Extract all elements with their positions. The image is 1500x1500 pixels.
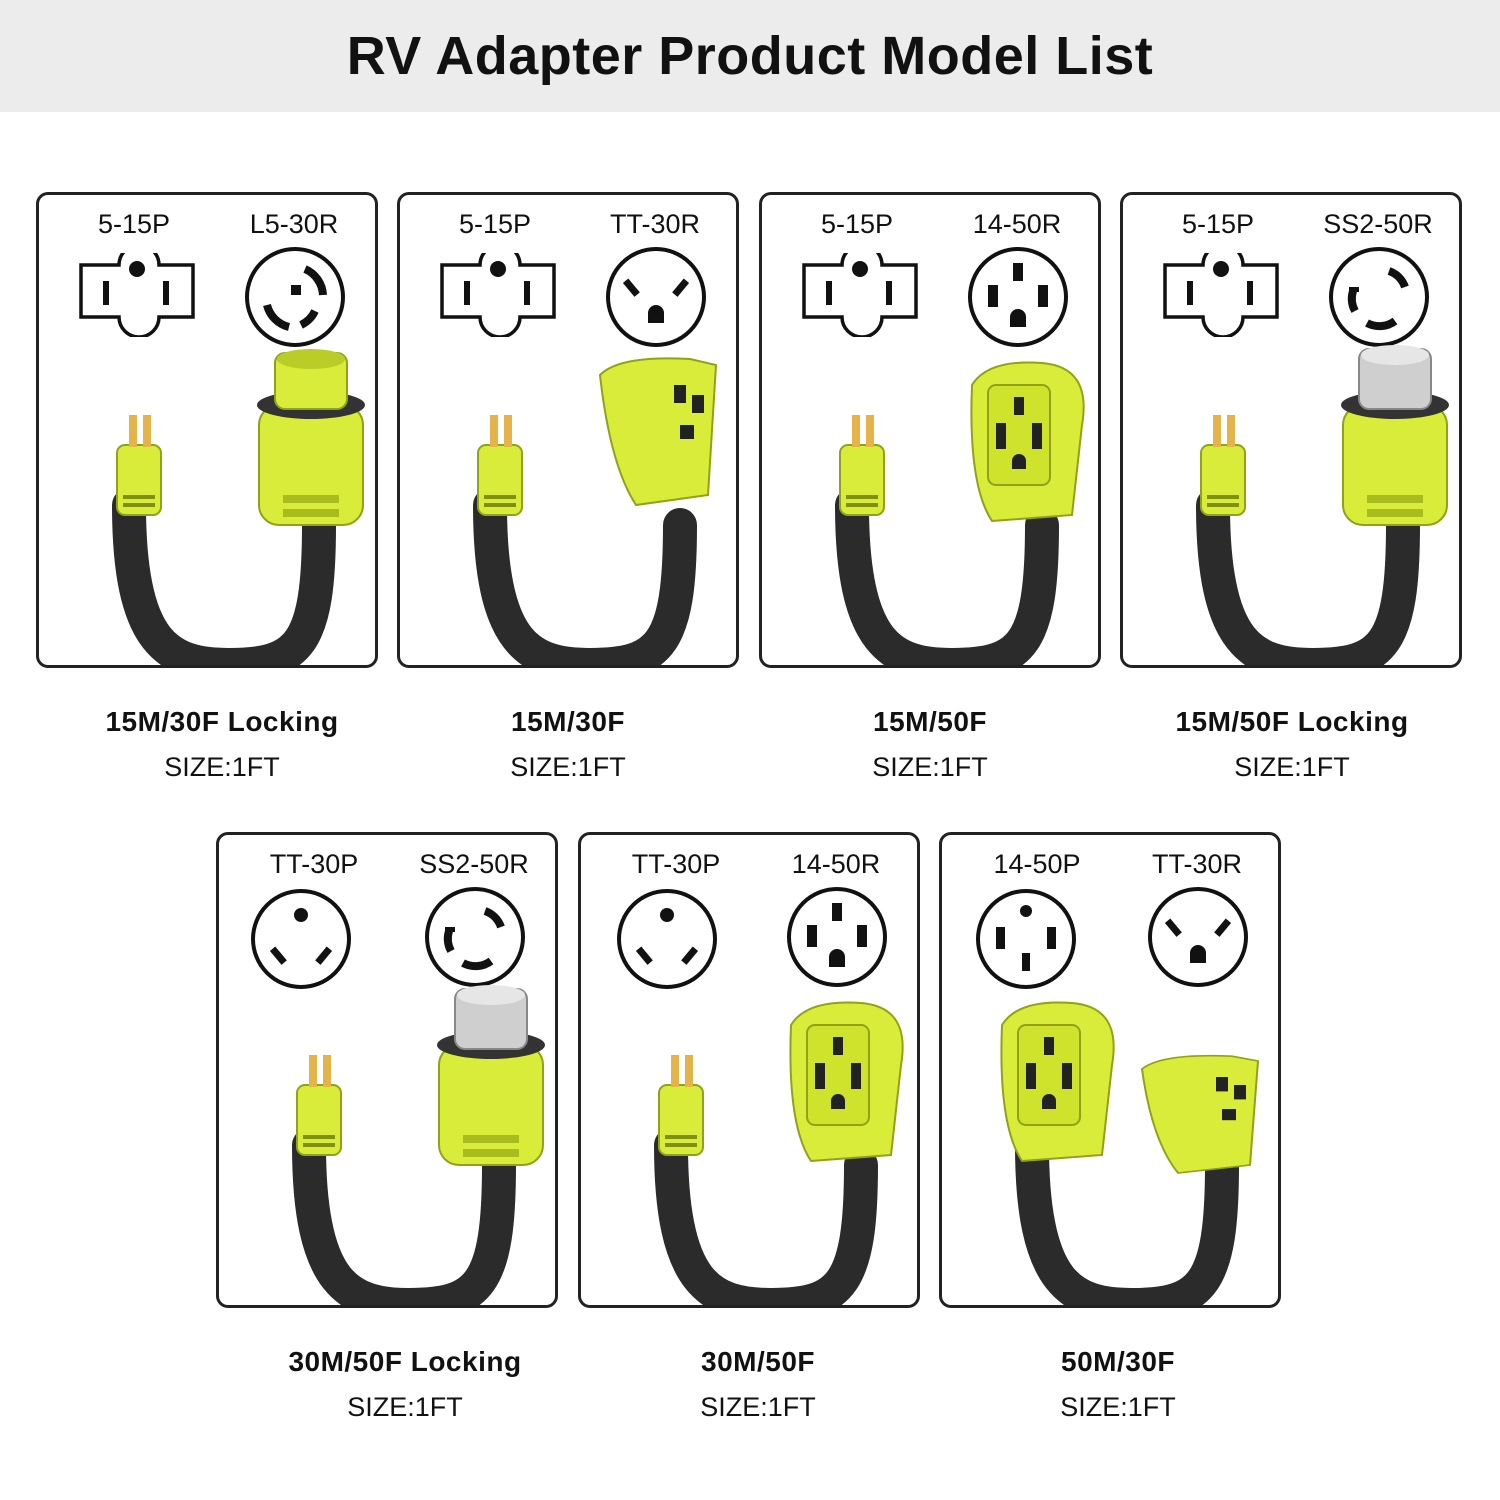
plug-type-label: 14-50P [993,849,1081,879]
ss2-50r-receptacle-icon [425,887,525,987]
nema-5-15p-plug-icon [1163,253,1279,337]
nema-14-50p-plug-icon [976,889,1076,989]
product-card: 5-15P TT-30R [397,192,739,668]
nema-tt-30p-plug-icon [251,889,351,989]
receptacle-type-label: 14-50R [791,849,881,879]
nema-tt-30p-plug-icon [617,889,717,989]
product-card: 5-15P L5-30R [36,192,378,668]
nema-5-15p-plug-icon [802,253,918,337]
product-caption: 15M/30F SIZE:1FT [388,706,748,783]
plug-type-label: 5-15P [820,209,894,239]
product-model-name: 15M/30F [511,706,625,737]
receptacle-type-label: L5-30R [249,209,339,239]
product-size: SIZE:1FT [1234,752,1350,782]
nema-5-15p-plug-icon [79,253,195,337]
adapter-product-image [1000,1001,1259,1305]
adapter-product-image [1163,345,1450,665]
adapter-product-image [259,985,546,1305]
title-banner: RV Adapter Product Model List [0,0,1500,112]
nema-tt-30r-receptacle-icon [1148,887,1248,987]
product-caption: 30M/50F Locking SIZE:1FT [225,1346,585,1423]
receptacle-type-label: TT-30R [1151,849,1243,879]
product-caption: 30M/50F SIZE:1FT [578,1346,938,1423]
adapter-product-image [621,1001,904,1305]
page-title: RV Adapter Product Model List [346,26,1154,86]
product-size: SIZE:1FT [700,1392,816,1422]
adapter-product-image [802,361,1085,665]
receptacle-type-label: SS2-50R [1323,209,1433,239]
product-model-name: 15M/30F Locking [105,706,339,737]
product-model-name: 15M/50F Locking [1175,706,1409,737]
nema-14-50r-receptacle-icon [968,247,1068,347]
plug-type-label: TT-30P [631,849,721,879]
ss2-50r-receptacle-icon [1329,247,1429,347]
product-card: TT-30P 14-50R [578,832,920,1308]
plug-type-label: TT-30P [269,849,359,879]
product-card: 5-15P SS2-50R [1120,192,1462,668]
plug-type-label: 5-15P [1181,209,1255,239]
product-model-name: 50M/30F [1061,1346,1175,1377]
receptacle-type-label: 14-50R [972,209,1062,239]
nema-tt-30r-receptacle-icon [606,247,706,347]
product-size: SIZE:1FT [164,752,280,782]
product-card: TT-30P SS2-50R [216,832,558,1308]
adapter-product-image [440,357,717,665]
product-card: 5-15P 14-50R [759,192,1101,668]
product-caption: 50M/30F SIZE:1FT [938,1346,1298,1423]
product-caption: 15M/50F SIZE:1FT [750,706,1110,783]
plug-type-label: 5-15P [97,209,171,239]
product-caption: 15M/50F Locking SIZE:1FT [1112,706,1472,783]
product-caption: 15M/30F Locking SIZE:1FT [42,706,402,783]
adapter-product-image [79,348,366,665]
nema-5-15p-plug-icon [440,253,556,337]
receptacle-type-label: TT-30R [609,209,701,239]
nema-14-50r-receptacle-icon [787,887,887,987]
product-size: SIZE:1FT [872,752,988,782]
product-model-name: 15M/50F [873,706,987,737]
product-size: SIZE:1FT [510,752,626,782]
product-model-name: 30M/50F Locking [288,1346,522,1377]
product-card: 14-50P TT-30R [939,832,1281,1308]
receptacle-type-label: SS2-50R [419,849,529,879]
nema-l5-30r-receptacle-icon [245,247,345,347]
product-model-name: 30M/50F [701,1346,815,1377]
plug-type-label: 5-15P [458,209,532,239]
product-size: SIZE:1FT [347,1392,463,1422]
product-size: SIZE:1FT [1060,1392,1176,1422]
